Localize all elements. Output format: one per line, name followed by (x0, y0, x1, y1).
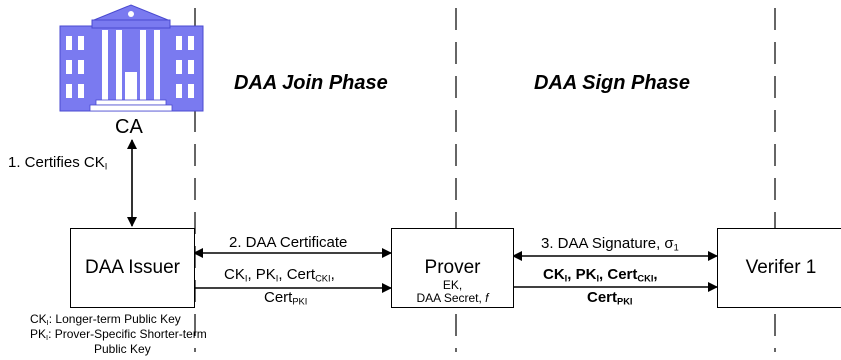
sign-ck-sub: I (564, 273, 568, 284)
prover-title: Prover (424, 257, 481, 278)
sign-cert-sub: CKI (637, 273, 654, 284)
daa-issuer-label: DAA Issuer (84, 257, 181, 278)
sign-comma: , (653, 266, 658, 283)
join-keys-label: CKI, PKI, CertCKI, (224, 266, 335, 283)
building-icon (59, 4, 204, 112)
prover-secret: DAA Secret, f (392, 291, 513, 305)
daa-signature-sub: 1 (673, 242, 679, 253)
sign-cert2: Cert (587, 289, 618, 306)
join-phase-title: DAA Join Phase (234, 72, 388, 94)
join-cert2: Cert (264, 289, 293, 306)
sign-cert2-sub: PKI (617, 296, 633, 307)
sign-cert: , Cert (599, 266, 638, 283)
legend-ck-desc: : Longer-term Public Key (48, 312, 181, 326)
join-cert2-sub: PKI (292, 296, 308, 307)
legend-ck: CKI: Longer-term Public Key (30, 312, 181, 326)
sign-cert-pki-label: CertPKI (587, 289, 633, 306)
sign-ck: CK (543, 266, 565, 283)
join-ck: CK (224, 266, 245, 283)
ca-label: CA (115, 116, 143, 138)
verifier-label: Verifer 1 (745, 257, 817, 278)
prover-secret-text: DAA Secret, (416, 291, 486, 305)
join-pk-sub: I (275, 273, 279, 284)
join-cert-sub: CKI (315, 273, 331, 284)
daa-signature-text: 3. DAA Signature, σ (541, 235, 674, 252)
join-cert-pki-label: CertPKI (264, 289, 307, 306)
verifier-box: Verifer 1 (717, 228, 841, 308)
join-cert: , Cert (278, 266, 316, 283)
daa-signature-label: 3. DAA Signature, σ1 (541, 235, 679, 252)
sign-keys-label: CKI, PKI, CertCKI, (543, 266, 658, 283)
daa-certificate-label: 2. DAA Certificate (229, 234, 348, 251)
sign-pk-sub: I (596, 273, 600, 284)
certifies-text: 1. Certifies CK (8, 154, 105, 171)
daa-issuer-box: DAA Issuer (70, 228, 195, 308)
legend-pk-sub: I (46, 332, 49, 342)
sign-phase-title: DAA Sign Phase (534, 72, 690, 94)
sign-pk: , PK (567, 266, 597, 283)
legend-pk-desc: : Prover-Specific Shorter-term (48, 327, 207, 341)
legend-ck-sub: I (46, 317, 49, 327)
legend-pk: PKI: Prover-Specific Shorter-term (30, 327, 207, 341)
prover-box: Prover EK, DAA Secret, f (391, 228, 514, 308)
certifies-label: 1. Certifies CKI (8, 154, 107, 171)
certifies-sub: I (104, 161, 108, 172)
prover-ek: EK, (442, 278, 463, 292)
join-pk: , PK (247, 266, 276, 283)
join-comma: , (330, 266, 335, 283)
prover-f: f (485, 291, 489, 305)
legend-ck-key: CK (30, 312, 47, 326)
join-ck-sub: I (244, 273, 248, 284)
legend-pk-cont: Public Key (94, 342, 151, 356)
legend-pk-key: PK (30, 327, 47, 341)
